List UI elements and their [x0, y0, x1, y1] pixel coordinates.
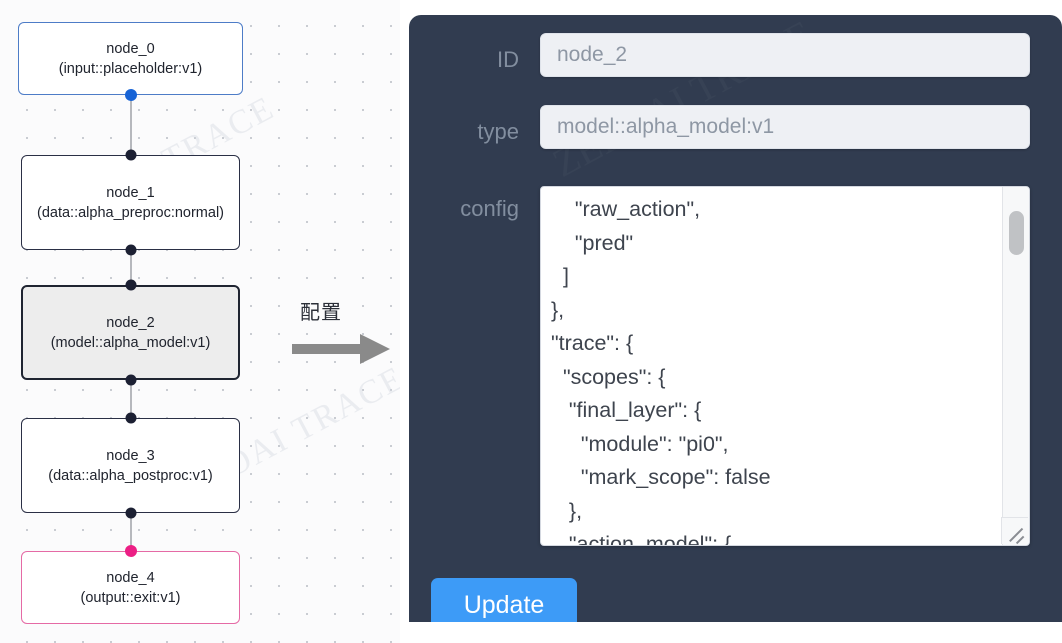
node-handle-source[interactable] [125, 89, 137, 101]
flow-node-label: node_3 (data::alpha_postproc:v1) [48, 447, 213, 484]
node-handle-source[interactable] [125, 374, 137, 386]
edge-node1-node2 [130, 250, 132, 285]
id-input-value: node_2 [557, 43, 628, 66]
config-textarea[interactable]: "raw_action", "pred" ] }, "trace": { "sc… [540, 186, 1030, 546]
id-input[interactable]: node_2 [540, 33, 1030, 77]
config-scrollbar[interactable] [1002, 187, 1029, 545]
resize-grip-icon[interactable] [1001, 517, 1028, 544]
annotation-label: 配置 [300, 300, 342, 324]
flow-node-label: node_4 (output::exit:v1) [80, 569, 181, 606]
right-arrow-icon [292, 334, 390, 364]
config-scrollbar-thumb[interactable] [1009, 211, 1024, 255]
type-input[interactable]: model::alpha_model:v1 [540, 105, 1030, 149]
node-handle-source[interactable] [125, 507, 137, 519]
flow-node-label: node_2 (model::alpha_model:v1) [50, 314, 211, 351]
type-input-value: model::alpha_model:v1 [557, 115, 775, 138]
id-field-label: ID [497, 47, 519, 72]
node-handle-target[interactable] [125, 412, 137, 424]
node-handle-source[interactable] [125, 244, 137, 256]
node-handle-target[interactable] [125, 149, 137, 161]
node-handle-target[interactable] [125, 279, 137, 291]
config-textarea-value: "raw_action", "pred" ] }, "trace": { "sc… [551, 197, 771, 545]
flow-node-node_4[interactable]: node_4 (output::exit:v1) [21, 551, 240, 624]
flow-canvas[interactable]: ZEROAI TRACE ZEROAI TRACE node_0 (input:… [0, 0, 400, 643]
update-button[interactable]: Update [431, 578, 577, 622]
flow-node-node_2[interactable]: node_2 (model::alpha_model:v1) [21, 285, 240, 380]
edge-node0-node1 [130, 95, 132, 155]
flow-node-node_0[interactable]: node_0 (input::placeholder:v1) [18, 22, 243, 95]
edge-node3-node4 [130, 513, 132, 551]
type-field-label: type [477, 119, 519, 144]
flow-node-node_1[interactable]: node_1 (data::alpha_preproc:normal) [21, 155, 240, 250]
node-config-panel: ZEROAI TRACE ZEROAI TRACE ID node_2 type… [409, 15, 1062, 622]
flow-node-node_3[interactable]: node_3 (data::alpha_postproc:v1) [21, 418, 240, 513]
config-field-label: config [460, 196, 519, 221]
flow-node-label: node_1 (data::alpha_preproc:normal) [37, 184, 224, 221]
flow-node-label: node_0 (input::placeholder:v1) [58, 40, 203, 77]
node-handle-target[interactable] [125, 545, 137, 557]
configure-annotation: 配置 [292, 296, 398, 366]
edge-node2-node3 [130, 380, 132, 418]
